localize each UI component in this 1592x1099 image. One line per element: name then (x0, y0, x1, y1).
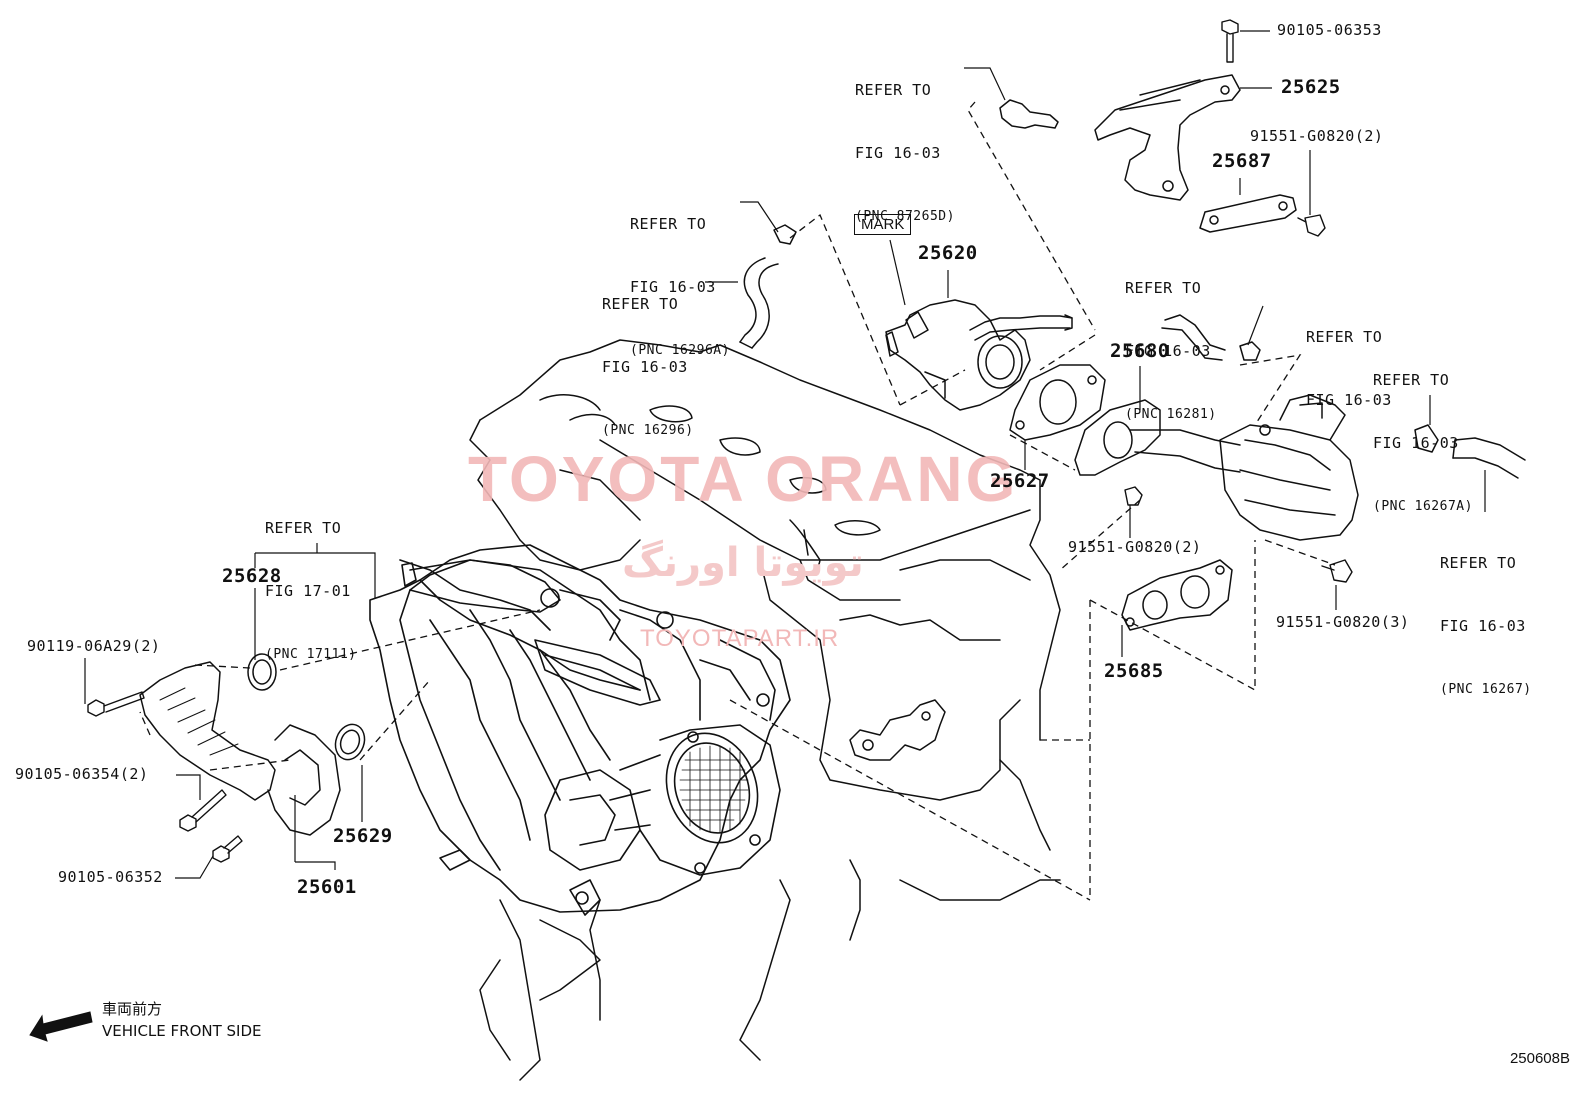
front-arrow-icon (29, 1011, 93, 1042)
part-label-25680[interactable]: 25680 (1110, 340, 1170, 362)
ref-pnc: (PNC 16281) (1125, 407, 1217, 422)
sensor-87265d (999, 99, 1059, 129)
ref-line-1: REFER TO (1306, 328, 1383, 346)
vehicle-front-legend: 車両前方 VEHICLE FRONT SIDE (102, 998, 262, 1042)
ref-line-2: FIG 16-03 (1125, 342, 1211, 360)
part-label-25628[interactable]: 25628 (222, 565, 282, 587)
ref-pnc: (PNC 17111) (265, 647, 357, 662)
part-label-90105-06352[interactable]: 90105-06352 (58, 868, 163, 886)
part-label-91551-g0820-mid[interactable]: 91551-G0820(2) (1068, 538, 1202, 556)
part-label-25687[interactable]: 25687 (1212, 150, 1272, 172)
part-label-25601[interactable]: 25601 (297, 876, 357, 898)
bolt-g0820-top (1297, 214, 1326, 237)
ref-line-2: FIG 16-03 (855, 144, 941, 162)
bolts-right (1124, 486, 1353, 583)
ref-line-1: REFER TO (1440, 554, 1517, 572)
mark-box: MARK (854, 214, 912, 235)
ref-line-2: FIG 17-01 (265, 582, 351, 600)
bolts-left (87, 691, 243, 863)
part-label-90105-06354[interactable]: 90105-06354(2) (15, 765, 149, 783)
part-label-25685[interactable]: 25685 (1104, 660, 1164, 682)
ref-line-1: REFER TO (1125, 279, 1202, 297)
watermark-persian: تویوتا اورنگ (622, 540, 864, 586)
egr-valve (885, 299, 1073, 411)
intake-manifold (369, 544, 791, 916)
ref-line-1: REFER TO (1373, 371, 1450, 389)
ref-line-1: REFER TO (855, 81, 932, 99)
part-label-91551-g0820-top[interactable]: 91551-G0820(2) (1250, 127, 1384, 145)
ref-line-2: FIG 16-03 (1306, 391, 1392, 409)
ref-line-1: REFER TO (265, 519, 342, 537)
vehicle-front-en: VEHICLE FRONT SIDE (102, 1022, 262, 1040)
gasket-25627 (1009, 364, 1106, 441)
ref-line-1: REFER TO (602, 295, 679, 313)
gasket-25685 (1121, 559, 1233, 631)
ref-pnc: (PNC 16267) (1440, 682, 1532, 697)
ref-pnc-16296a[interactable]: REFER TO FIG 16-03 (PNC 16296A) (630, 172, 730, 382)
ref-fig-16-03[interactable]: REFER TO FIG 16-03 (1306, 285, 1392, 432)
hose-16267 (1414, 424, 1526, 479)
ref-line-2: FIG 16-03 (1373, 434, 1459, 452)
ref-pnc-16281[interactable]: REFER TO FIG 16-03 (PNC 16281) (1125, 236, 1217, 446)
hose-16296 (739, 224, 797, 349)
engine-block (469, 339, 1061, 1081)
bracket-25625 (1094, 74, 1241, 201)
ref-pnc-16267[interactable]: REFER TO FIG 16-03 (PNC 16267) (1440, 511, 1532, 721)
ref-pnc-16296[interactable]: REFER TO FIG 16-03 (PNC 16296) (602, 252, 694, 462)
ref-pnc: (PNC 16296) (602, 423, 694, 438)
egr-cooler-right (1219, 394, 1359, 541)
part-label-90105-06353[interactable]: 90105-06353 (1277, 21, 1382, 39)
part-label-25629[interactable]: 25629 (333, 825, 393, 847)
vehicle-front-jp: 車両前方 (102, 1000, 163, 1018)
ref-pnc: (PNC 16296A) (630, 343, 730, 358)
egr-cooler-left (139, 653, 366, 836)
part-label-90119-06a29[interactable]: 90119-06A29(2) (27, 637, 161, 655)
ref-pnc-17111[interactable]: REFER TO FIG 17-01 (PNC 17111) (265, 476, 357, 686)
part-label-25625[interactable]: 25625 (1281, 76, 1341, 98)
watermark-site: TOYOTAPART.IR (640, 625, 840, 652)
ref-line-2: FIG 16-03 (602, 358, 688, 376)
egr-pipe-25680 (1074, 399, 1241, 476)
part-label-25620[interactable]: 25620 (918, 242, 978, 264)
part-label-91551-g0820-3[interactable]: 91551-G0820(3) (1276, 613, 1410, 631)
ref-pnc: (PNC 16267A) (1373, 499, 1473, 514)
ref-line-1: REFER TO (630, 215, 707, 233)
ref-pnc-16267a[interactable]: REFER TO FIG 16-03 (PNC 16267A) (1373, 328, 1473, 538)
plate-25687 (1199, 194, 1297, 233)
bolt-06353 (1221, 19, 1239, 63)
figure-id: 250608B (1509, 1050, 1570, 1067)
throttle-body (544, 724, 781, 876)
ref-line-2: FIG 16-03 (1440, 617, 1526, 635)
part-label-25627[interactable]: 25627 (990, 470, 1050, 492)
watermark-brand: TOYOTA ORANG (468, 443, 1019, 515)
hose-16281 (1161, 314, 1261, 361)
ref-line-2: FIG 16-03 (630, 278, 716, 296)
